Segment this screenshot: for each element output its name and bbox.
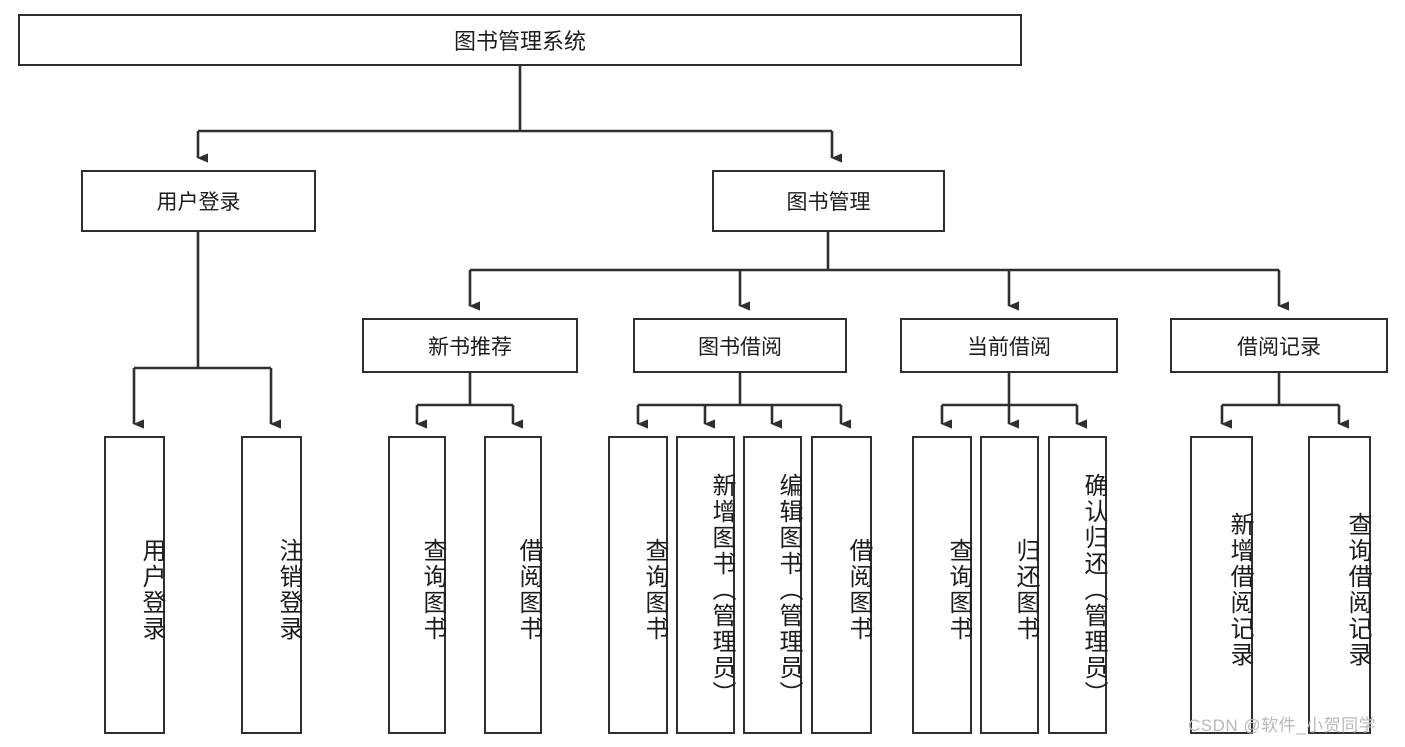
leaf-label: 借阅图书 (845, 538, 872, 642)
leaf-new-book-rec-0[interactable]: 查询图书 (388, 436, 446, 734)
leaf-label: 查询借阅记录 (1344, 512, 1371, 668)
leaf-label: 借阅图书 (515, 538, 542, 642)
node-new-book-recommend-label: 新书推荐 (428, 335, 512, 359)
leaf-user-login-0[interactable]: 用户登录 (104, 436, 165, 734)
leaf-label: 确认归还（管理员） (1080, 473, 1107, 707)
leaf-current-borrow-1[interactable]: 归还图书 (980, 436, 1039, 734)
leaf-book-borrow-1[interactable]: 新增图书（管理员） (676, 436, 735, 734)
leaf-label: 归还图书 (1012, 538, 1039, 642)
leaf-label: 新增图书（管理员） (708, 473, 735, 707)
node-book-manage-label: 图书管理 (786, 191, 871, 214)
node-book-borrow[interactable]: 图书借阅 (633, 318, 847, 373)
node-root-label: 图书管理系统 (453, 29, 586, 54)
leaf-label: 编辑图书（管理员） (775, 473, 802, 707)
leaf-book-borrow-2[interactable]: 编辑图书（管理员） (743, 436, 802, 734)
leaf-current-borrow-2[interactable]: 确认归还（管理员） (1048, 436, 1107, 734)
node-user-login-label: 用户登录 (156, 191, 241, 214)
node-user-login[interactable]: 用户登录 (81, 170, 316, 232)
leaf-label: 注销登录 (275, 538, 302, 642)
leaf-label: 用户登录 (138, 538, 165, 642)
leaf-borrow-record-1[interactable]: 查询借阅记录 (1308, 436, 1371, 734)
leaf-new-book-rec-1[interactable]: 借阅图书 (484, 436, 542, 734)
leaf-book-borrow-3[interactable]: 借阅图书 (811, 436, 872, 734)
leaf-user-login-1[interactable]: 注销登录 (241, 436, 302, 734)
node-borrow-record[interactable]: 借阅记录 (1170, 318, 1388, 373)
node-current-borrow-label: 当前借阅 (967, 335, 1051, 359)
leaf-book-borrow-0[interactable]: 查询图书 (608, 436, 668, 734)
node-root[interactable]: 图书管理系统 (18, 14, 1022, 66)
leaf-borrow-record-0[interactable]: 新增借阅记录 (1190, 436, 1253, 734)
node-book-manage[interactable]: 图书管理 (712, 170, 945, 232)
leaf-label: 查询图书 (641, 538, 668, 642)
leaf-label: 新增借阅记录 (1226, 512, 1253, 668)
node-book-borrow-label: 图书借阅 (698, 335, 782, 359)
leaf-current-borrow-0[interactable]: 查询图书 (912, 436, 972, 734)
leaf-label: 查询图书 (419, 538, 446, 642)
leaf-label: 查询图书 (945, 538, 972, 642)
node-new-book-recommend[interactable]: 新书推荐 (362, 318, 578, 373)
node-current-borrow[interactable]: 当前借阅 (900, 318, 1118, 373)
node-borrow-record-label: 借阅记录 (1237, 335, 1321, 359)
watermark: CSDN @软件_小贺同学 (1188, 716, 1377, 735)
